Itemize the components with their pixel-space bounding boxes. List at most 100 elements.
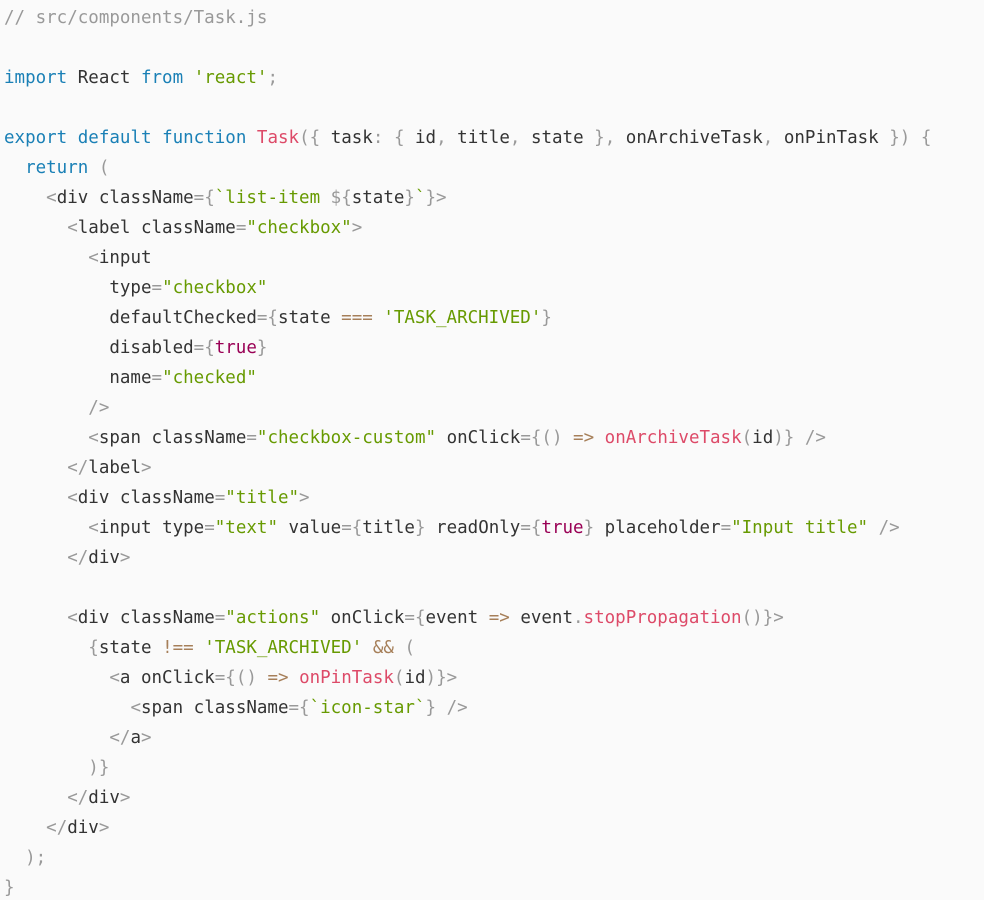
code-token-tag: div: [56, 188, 89, 208]
code-token-punct: }: [583, 518, 595, 538]
code-line: </label>: [4, 453, 984, 483]
code-line: </a>: [4, 723, 984, 753]
code-token-operator: !==: [162, 638, 194, 658]
code-token-punct: ={: [520, 428, 542, 448]
code-token-punct: ,: [436, 128, 447, 148]
code-token-punct: ={: [404, 608, 426, 628]
code-token-punct: >: [98, 818, 110, 838]
code-token-text: [394, 638, 405, 658]
code-token-text: [152, 128, 163, 148]
code-token-punct: >: [299, 488, 310, 508]
code-token-text: state: [277, 308, 342, 328]
code-line: <div className="title">: [4, 483, 984, 513]
code-token-tag: input: [98, 518, 152, 538]
code-token-punct: {: [920, 128, 932, 148]
code-line: <label className="checkbox">: [4, 213, 984, 243]
code-line: [4, 33, 984, 63]
code-token-punct: )}: [88, 758, 110, 778]
code-line: <a onClick={() => onPinTask(id)}>: [4, 663, 984, 693]
code-token-punct: ={: [214, 668, 236, 688]
code-token-punct: ={: [256, 308, 278, 328]
code-line: name="checked": [4, 363, 984, 393]
code-token-punct: =: [214, 488, 226, 508]
code-token-punct: </: [109, 728, 131, 748]
code-token-keyword: function: [162, 128, 247, 148]
code-token-punct: ={: [520, 518, 542, 538]
code-token-text: [67, 128, 78, 148]
code-token-punct: >: [119, 788, 131, 808]
code-token-text: [436, 698, 447, 718]
code-line: }: [4, 873, 984, 900]
code-token-punct: }: [256, 338, 268, 358]
code-token-punct: <: [67, 218, 78, 238]
code-token-punct: (): [541, 428, 563, 448]
code-token-tag: div: [67, 818, 99, 838]
code-token-punct: .: [573, 608, 584, 628]
code-token-text: title: [362, 518, 415, 538]
code-token-punct: }: [594, 128, 605, 148]
code-token-punct: />: [804, 428, 826, 448]
code-token-punct: >: [119, 548, 131, 568]
code-token-text: event: [425, 608, 489, 628]
code-token-attr: defaultChecked: [4, 308, 257, 328]
code-token-punct: =: [246, 428, 257, 448]
code-token-text: [4, 188, 46, 208]
code-token-attr: className: [183, 698, 289, 718]
code-token-text: [594, 428, 605, 448]
code-line: import React from 'react';: [4, 63, 984, 93]
code-token-punct: (: [404, 638, 415, 658]
code-token-attr: value: [277, 518, 342, 538]
code-token-punct: </: [67, 458, 89, 478]
code-token-text: [183, 68, 194, 88]
code-token-tag: span: [98, 428, 141, 448]
code-token-text: React: [67, 68, 141, 88]
code-token-punct: }: [541, 308, 552, 328]
code-token-attr: type: [4, 278, 152, 298]
code-line: </div>: [4, 813, 984, 843]
code-token-boolean: true: [541, 518, 584, 538]
code-token-text: [4, 458, 67, 478]
code-token-string: "title": [225, 488, 300, 508]
code-token-punct: ;: [267, 68, 278, 88]
code-token-punct: <: [46, 188, 57, 208]
code-line: [4, 93, 984, 123]
code-token-punct: >: [140, 458, 152, 478]
code-line: disabled={true}: [4, 333, 984, 363]
code-token-punct: (: [98, 158, 110, 178]
code-token-tag: a: [119, 668, 131, 688]
code-token-punct: (): [235, 668, 257, 688]
code-token-text: [257, 668, 268, 688]
code-token-keyword: default: [77, 128, 152, 148]
code-token-string: list-item: [225, 188, 331, 208]
code-token-text: [910, 128, 921, 148]
code-line: <span className={`icon-star`} />: [4, 693, 984, 723]
code-token-punct: />: [878, 518, 900, 538]
code-token-text: [246, 128, 257, 148]
code-token-text: state: [98, 638, 163, 658]
code-line: </div>: [4, 543, 984, 573]
code-token-punct: <: [67, 608, 78, 628]
code-line: defaultChecked={state === 'TASK_ARCHIVED…: [4, 303, 984, 333]
code-token-punct: />: [88, 398, 110, 418]
code-line: <div className="actions" onClick={event …: [4, 603, 984, 633]
code-line: )}: [4, 753, 984, 783]
code-token-punct: )}>: [425, 668, 458, 688]
code-line: );: [4, 843, 984, 873]
code-token-tag: span: [140, 698, 184, 718]
code-token-text: [4, 608, 67, 628]
code-token-text: id: [404, 128, 437, 148]
code-line: <input: [4, 243, 984, 273]
code-token-text: [794, 428, 805, 448]
code-token-punct: <: [130, 698, 141, 718]
code-token-tag: label: [77, 218, 131, 238]
code-token-punct: =: [151, 368, 163, 388]
code-token-text: [4, 638, 88, 658]
code-token-text: state: [351, 188, 405, 208]
code-token-attr: className: [109, 488, 215, 508]
code-token-boolean: true: [214, 338, 257, 358]
code-token-punct: <: [88, 518, 99, 538]
code-token-text: title: [446, 128, 510, 148]
code-token-keyword: import: [4, 68, 68, 88]
code-token-keyword: return: [25, 158, 89, 178]
